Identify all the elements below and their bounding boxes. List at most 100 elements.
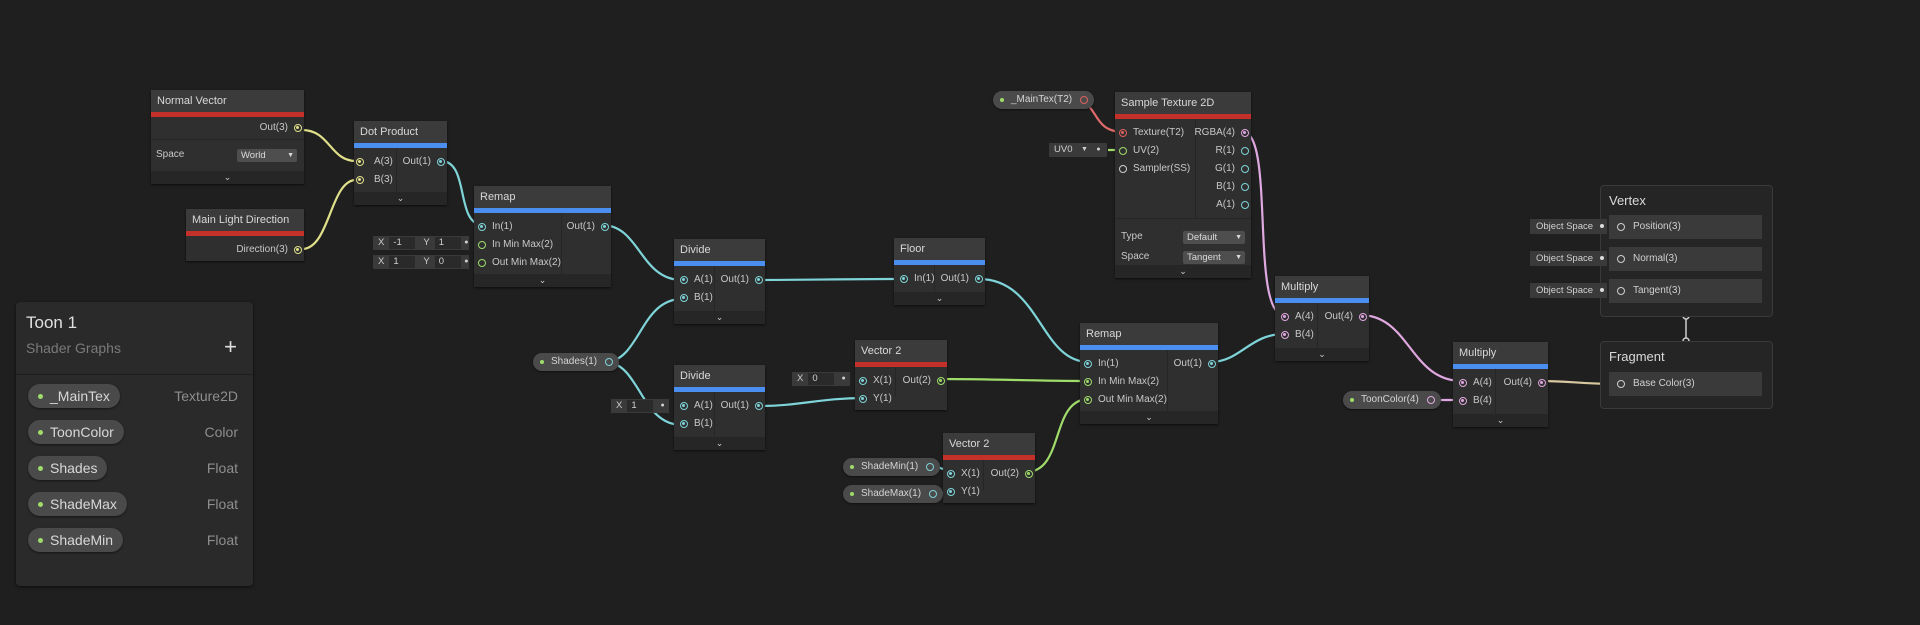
y-value-input[interactable]: 1 — [434, 237, 461, 249]
port-dot[interactable] — [478, 223, 486, 231]
port-b[interactable]: B(1) — [680, 416, 713, 432]
port-dot[interactable] — [1119, 129, 1127, 137]
port-sampler[interactable]: Sampler(SS) — [1119, 161, 1190, 177]
port-out[interactable]: Out(4) — [1325, 309, 1367, 325]
port-dot[interactable] — [1208, 360, 1216, 368]
node-normal-vector[interactable]: Normal Vector Out(3) Space World▼ ⌄ — [151, 90, 304, 184]
node-vector2-a[interactable]: Vector 2 X(1) Y(1) Out(2) — [855, 340, 947, 410]
port-dot[interactable] — [605, 358, 614, 366]
node-sample-texture-2d[interactable]: Sample Texture 2D Texture(T2) UV(2) Samp… — [1115, 92, 1251, 278]
port-b[interactable]: B(1) — [1216, 179, 1249, 195]
port-out[interactable]: Out(1) — [403, 154, 445, 170]
port-dot[interactable] — [929, 490, 938, 498]
node-main-light-direction[interactable]: Main Light Direction Direction(3) — [186, 209, 304, 261]
port-out[interactable]: Out(1) — [721, 272, 763, 288]
port-dot[interactable] — [356, 158, 364, 166]
port-g[interactable]: G(1) — [1215, 161, 1249, 177]
property-node-shade-min[interactable]: ShadeMin(1) — [843, 458, 941, 476]
y-value-input[interactable]: 0 — [434, 256, 461, 268]
property-node-shades[interactable]: Shades(1) — [533, 353, 620, 371]
port-rgba[interactable]: RGBA(4) — [1194, 125, 1249, 141]
port-dot[interactable] — [900, 275, 908, 283]
node-remap-2[interactable]: Remap In(1) In Min Max(2) Out Min Max(2)… — [1080, 323, 1218, 424]
collapse-chevron-icon[interactable]: ⌄ — [151, 171, 304, 184]
property-chip[interactable]: _MainTex — [28, 384, 120, 408]
port-in[interactable]: In(1) — [478, 219, 513, 235]
port-dot[interactable] — [680, 402, 688, 410]
port-dot[interactable] — [1084, 396, 1092, 404]
port-a[interactable]: A(3) — [356, 154, 393, 170]
port-dot[interactable] — [1080, 96, 1089, 104]
port-dot[interactable] — [478, 259, 486, 267]
port-dot[interactable] — [1084, 360, 1092, 368]
property-node-maintex[interactable]: _MainTex(T2) — [993, 91, 1095, 109]
port-a[interactable]: A(4) — [1459, 375, 1492, 391]
node-remap-1[interactable]: Remap In(1) In Min Max(2) Out Min Max(2)… — [474, 186, 611, 287]
collapse-chevron-icon[interactable]: ⌄ — [1453, 414, 1548, 427]
property-node-toon-color[interactable]: ToonColor(4) — [1343, 391, 1441, 409]
port-dot[interactable] — [294, 124, 302, 132]
add-property-button[interactable]: + — [224, 334, 237, 359]
port-out[interactable]: Out(3) — [260, 120, 302, 136]
port-out[interactable]: Out(1) — [941, 271, 983, 287]
port-dot[interactable] — [755, 402, 763, 410]
port-dot[interactable] — [926, 463, 935, 471]
port-dot[interactable] — [1538, 379, 1546, 387]
port-dot[interactable] — [478, 241, 486, 249]
port-out[interactable]: Out(1) — [1174, 356, 1216, 372]
port-a[interactable]: A(1) — [680, 272, 713, 288]
port-dot[interactable] — [1241, 183, 1249, 191]
collapse-chevron-icon[interactable]: ⌄ — [1115, 265, 1251, 278]
port-dot[interactable] — [947, 470, 955, 478]
port-out-min-max[interactable]: Out Min Max(2) — [478, 255, 561, 271]
port-dot[interactable] — [1359, 313, 1367, 321]
collapse-chevron-icon[interactable]: ⌄ — [1275, 348, 1369, 361]
port-in-min-max[interactable]: In Min Max(2) — [478, 237, 553, 253]
port-dot[interactable] — [859, 377, 867, 385]
port-dot[interactable] — [356, 176, 364, 184]
port-dot[interactable] — [975, 275, 983, 283]
node-dot-product[interactable]: Dot Product A(3) B(3) Out(1) ⌄ — [354, 121, 447, 205]
type-dropdown[interactable]: Default▼ — [1183, 231, 1245, 244]
port-dot[interactable] — [1281, 313, 1289, 321]
x-value-input[interactable]: -1 — [389, 237, 416, 249]
collapse-chevron-icon[interactable]: ⌄ — [1080, 411, 1218, 424]
port-dot[interactable] — [1459, 379, 1467, 387]
collapse-chevron-icon[interactable]: ⌄ — [894, 292, 985, 305]
port-out[interactable]: Out(2) — [903, 373, 945, 389]
space-dropdown[interactable]: World▼ — [237, 149, 297, 162]
port-dot[interactable] — [1617, 223, 1625, 231]
node-multiply-1[interactable]: Multiply A(4) B(4) Out(4) ⌄ — [1275, 276, 1369, 361]
property-chip[interactable]: ShadeMax — [28, 492, 127, 516]
port-dot[interactable] — [1459, 397, 1467, 405]
property-chip[interactable]: Shades — [28, 456, 108, 480]
port-dot[interactable] — [437, 158, 445, 166]
property-node-shade-max[interactable]: ShadeMax(1) — [843, 485, 944, 503]
port-b[interactable]: B(1) — [680, 290, 713, 306]
port-in-min-max[interactable]: In Min Max(2) — [1084, 374, 1159, 390]
uv-channel-dropdown[interactable]: UV0▼● — [1049, 143, 1107, 157]
fragment-context[interactable]: Fragment Base Color(3) — [1600, 341, 1773, 409]
port-a[interactable]: A(4) — [1281, 309, 1314, 325]
x-value-input[interactable]: 1 — [627, 400, 654, 412]
port-dot[interactable] — [1119, 165, 1127, 173]
port-dot[interactable] — [680, 420, 688, 428]
property-chip[interactable]: ToonColor — [28, 420, 124, 444]
port-dot[interactable] — [680, 276, 688, 284]
port-out[interactable]: Direction(3) — [236, 242, 302, 258]
port-dot[interactable] — [859, 395, 867, 403]
port-dot[interactable] — [1617, 287, 1625, 295]
port-dot[interactable] — [1617, 380, 1625, 388]
port-a[interactable]: A(1) — [1216, 197, 1249, 213]
port-dot[interactable] — [755, 276, 763, 284]
port-dot[interactable] — [1617, 255, 1625, 263]
node-multiply-2[interactable]: Multiply A(4) B(4) Out(4) ⌄ — [1453, 342, 1548, 427]
port-uv[interactable]: UV(2) — [1119, 143, 1159, 159]
